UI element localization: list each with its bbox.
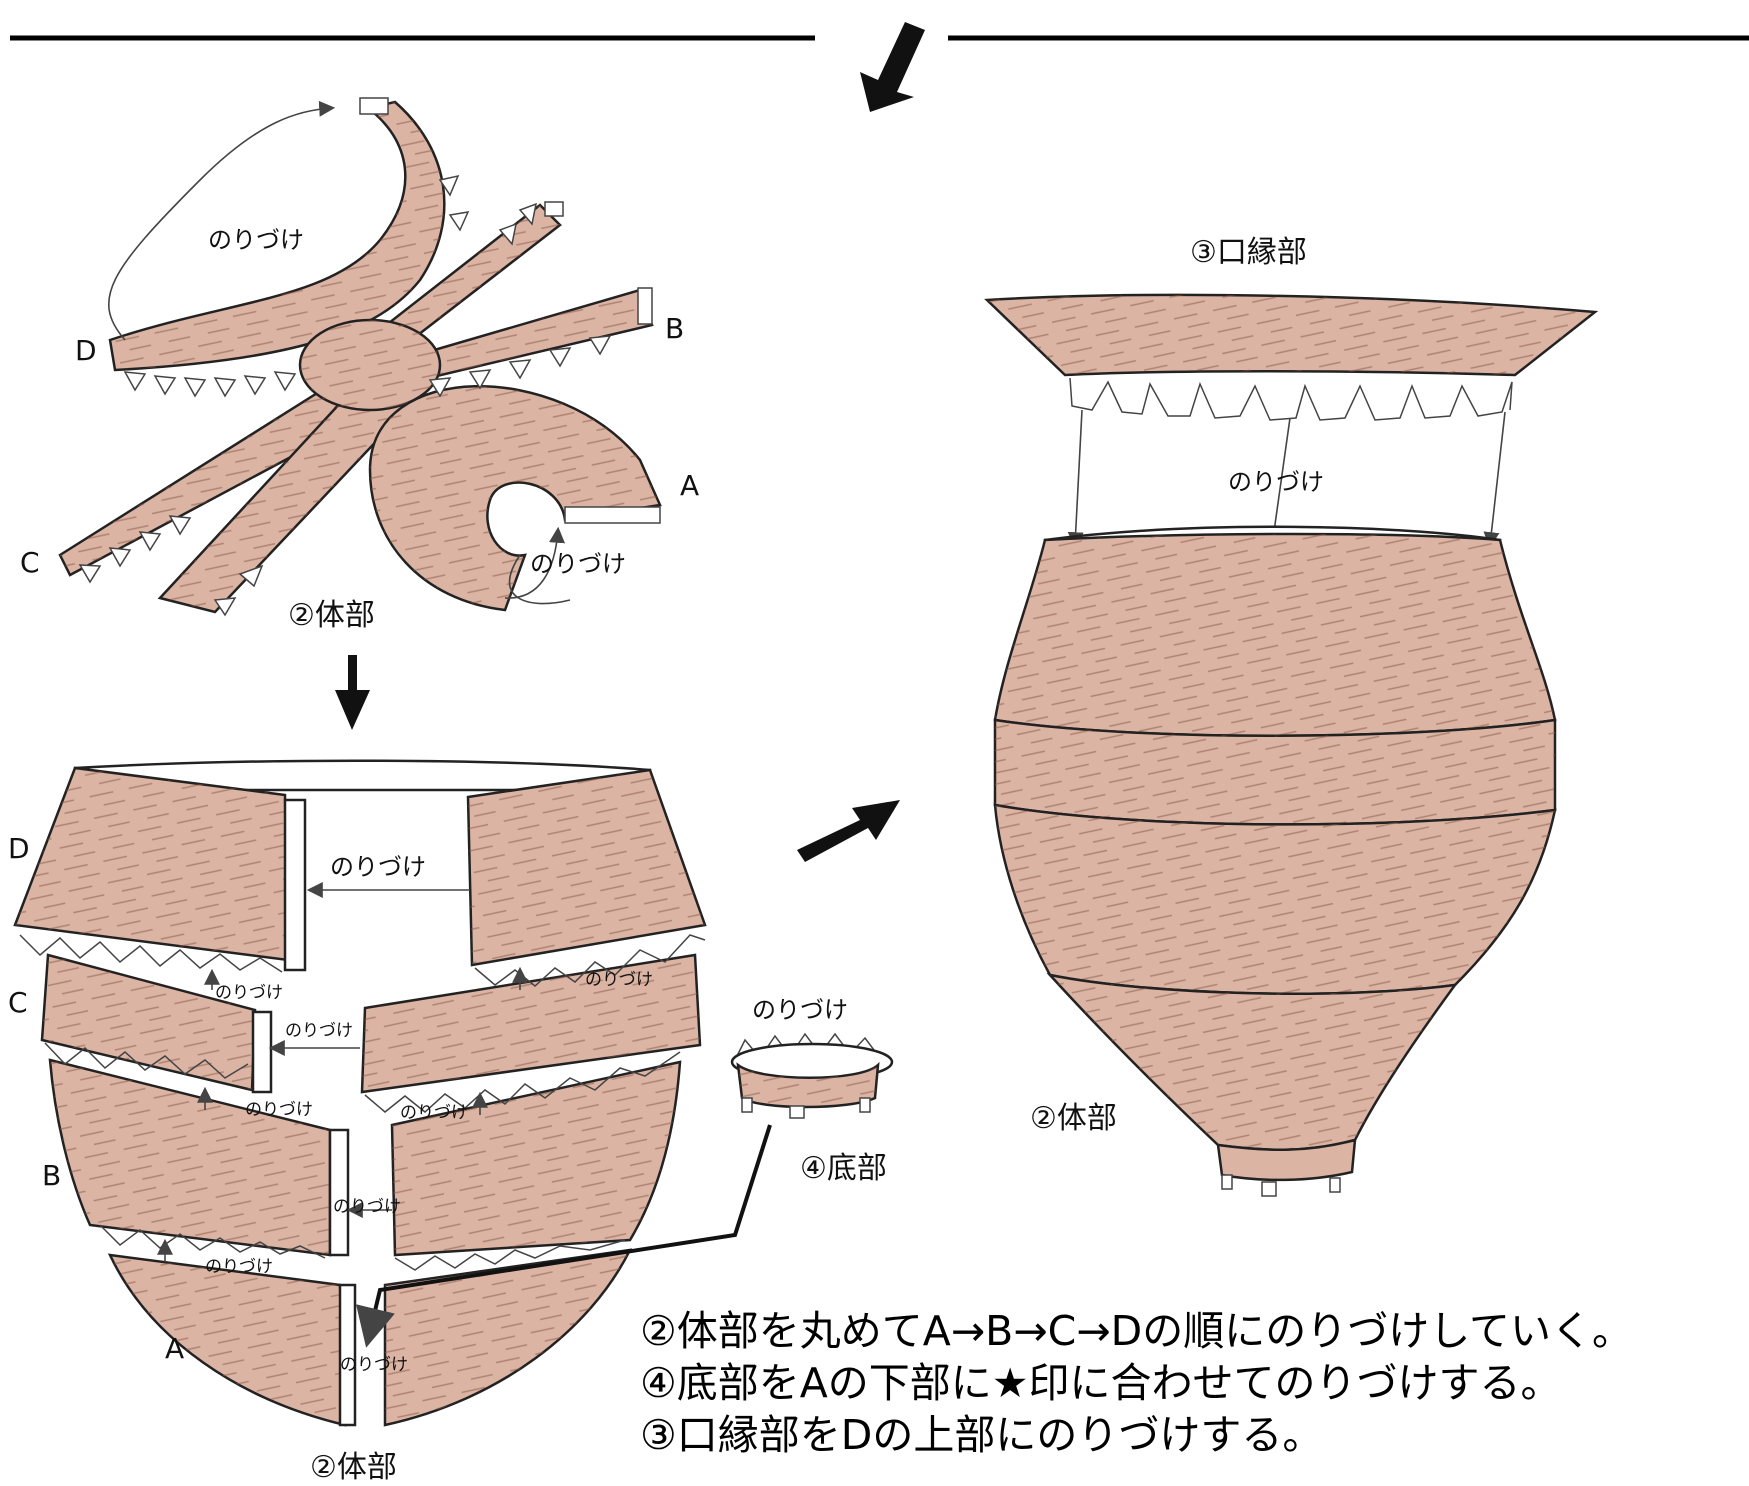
finished-vessel bbox=[987, 295, 1595, 1196]
glue-label-rim: のりづけ bbox=[1228, 468, 1324, 496]
label-D-net: D bbox=[75, 334, 97, 367]
instructions: ②体部を丸めてA→B→C→Dの順にのりづけしていく。 ④底部をAの下部に★印に合… bbox=[640, 1305, 1633, 1461]
glue-label-AB: のりづけ bbox=[205, 1257, 273, 1277]
base-label: ④底部 bbox=[800, 1151, 887, 1186]
body-label-vessel: ②体部 bbox=[1030, 1101, 1117, 1136]
unrolled-body-net bbox=[60, 98, 660, 615]
glue-label-base: のりづけ bbox=[752, 996, 848, 1024]
glue-label-net-bottom: のりづけ bbox=[530, 550, 626, 578]
down-arrow-left bbox=[335, 655, 370, 730]
label-A-net: A bbox=[680, 469, 699, 502]
body-label-assembly: ②体部 bbox=[310, 1450, 397, 1485]
instruction-1: ②体部を丸めてA→B→C→Dの順にのりづけしていく。 bbox=[640, 1305, 1633, 1357]
glue-label-BC-right: のりづけ bbox=[400, 1103, 468, 1123]
glue-label-BC-left: のりづけ bbox=[245, 1100, 313, 1120]
label-B-net: B bbox=[665, 312, 684, 345]
instruction-3: ③口縁部をDの上部にのりづけする。 bbox=[640, 1409, 1633, 1461]
label-A-assembly: A bbox=[165, 1332, 184, 1365]
label-B-assembly: B bbox=[42, 1159, 61, 1192]
diagonal-arrow-right bbox=[797, 800, 900, 862]
body-label-net: ②体部 bbox=[288, 598, 375, 633]
instruction-2: ④底部をAの下部に★印に合わせてのりづけする。 bbox=[640, 1357, 1633, 1409]
glue-label-D: のりづけ bbox=[330, 853, 426, 881]
label-D-assembly: D bbox=[8, 832, 30, 865]
glue-label-CD-left: のりづけ bbox=[215, 983, 283, 1003]
glue-label-A: のりづけ bbox=[340, 1355, 408, 1375]
label-C-net: C bbox=[20, 546, 40, 579]
glue-label-B: のりづけ bbox=[333, 1197, 401, 1217]
rim-label: ③口縁部 bbox=[1190, 235, 1307, 270]
glue-label-CD-right: のりづけ bbox=[585, 970, 653, 990]
glue-label-C: のりづけ bbox=[285, 1021, 353, 1041]
glue-label-net-top: のりづけ bbox=[208, 226, 304, 254]
base-part bbox=[732, 1034, 892, 1118]
label-C-assembly: C bbox=[8, 986, 28, 1019]
down-arrow-top bbox=[860, 22, 925, 112]
